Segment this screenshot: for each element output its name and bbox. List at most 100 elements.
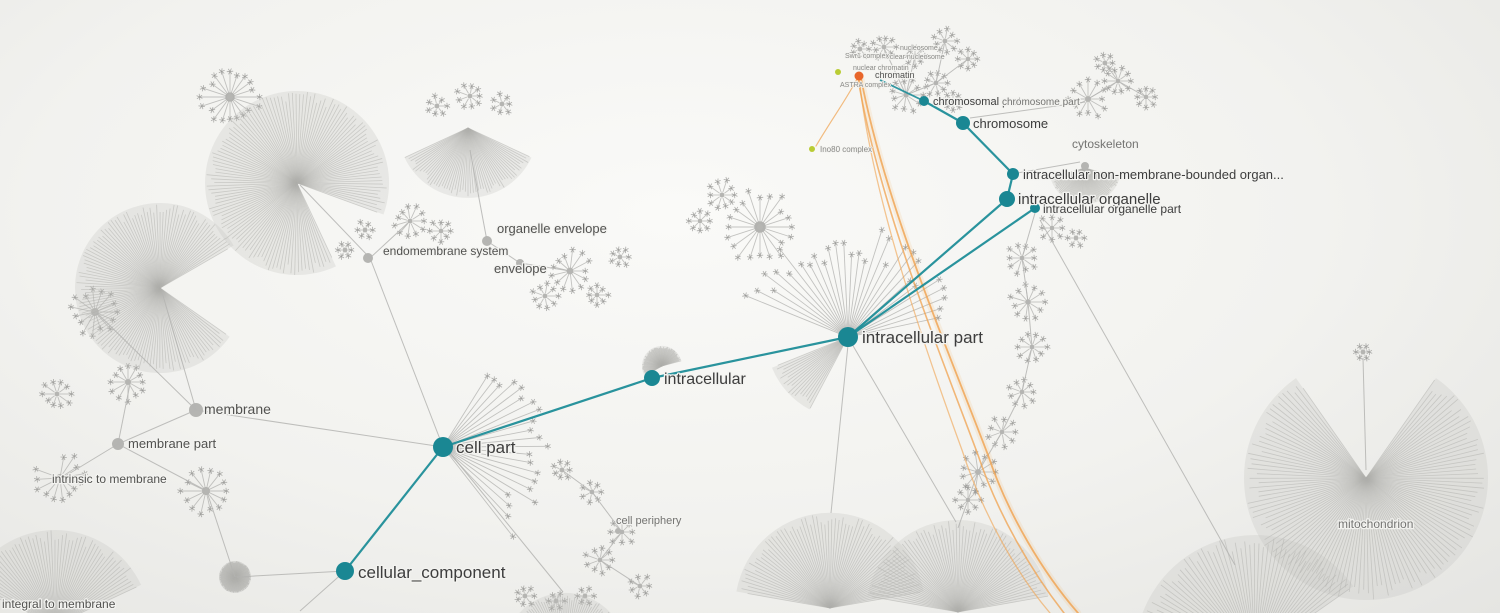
label-integral-to-membrane[interactable]: integral to membrane [1,596,117,613]
cluster-burst[interactable] [904,44,929,70]
label-intracellular-nmb-organelle[interactable]: intracellular non-membrane-bounded organ… [1022,166,1285,184]
cluster-burst[interactable] [608,246,632,268]
cluster-burst[interactable] [196,68,263,124]
cluster-fan[interactable] [1139,535,1354,613]
label-ino80-complex[interactable]: Ino80 complex [819,144,873,155]
cluster-burst[interactable] [849,37,873,60]
cluster-fan[interactable] [736,512,924,609]
cluster-burst[interactable] [1093,51,1116,74]
cluster-fan[interactable] [507,592,624,613]
label-membrane-part[interactable]: membrane part [127,435,218,453]
cluster-burst[interactable] [425,92,451,117]
cluster-burst[interactable] [1101,64,1134,96]
cluster-burst[interactable] [354,218,376,241]
cluster-burst[interactable] [529,280,562,312]
cluster-burst[interactable] [334,240,355,260]
cluster-burst[interactable] [586,282,612,308]
gray-edge [519,262,571,272]
label-membrane[interactable]: membrane [203,400,273,419]
node-intracellular-organelle[interactable] [999,191,1015,207]
cluster-burst[interactable] [453,82,483,110]
cluster-burst[interactable] [177,466,230,518]
cluster-fan[interactable] [74,203,234,374]
label-chromosomal-part[interactable]: chromosomal part [932,95,1023,110]
cluster-burst[interactable] [550,458,573,481]
label-mitochondrion[interactable]: mitochondrion [1337,516,1415,533]
label-cell-part[interactable]: cell part [455,437,517,459]
cluster-burst[interactable] [627,573,653,600]
label-nuclear-chromatin[interactable]: nuclear chromatin [852,64,909,73]
cluster-fan[interactable] [205,91,390,276]
cluster-burst[interactable] [1352,343,1373,362]
node-cellular-component[interactable] [336,562,354,580]
cluster-burst[interactable] [930,25,961,56]
cluster-burst[interactable] [582,544,616,577]
node-cell-part[interactable] [433,437,453,457]
cluster-burst[interactable] [1038,214,1066,243]
cluster-burst[interactable] [706,176,738,212]
cluster-burst[interactable] [940,89,965,114]
label-endomembrane-system[interactable]: endomembrane system [382,243,510,260]
cluster-burst[interactable] [985,415,1019,451]
cluster-layer [0,25,1488,613]
label-intracellular-part[interactable]: intracellular part [861,327,985,349]
label-nuclear-nucleosome[interactable]: nuclear nucleosome [881,53,945,62]
cluster-burst[interactable] [685,207,713,234]
cluster-burst[interactable] [869,35,900,61]
cluster-burst[interactable] [514,585,538,608]
cluster-burst[interactable] [574,585,598,607]
gray-edge [851,343,957,523]
cluster-fan[interactable] [772,336,849,410]
cluster-fan[interactable] [219,561,251,593]
label-chromatin[interactable]: chromatin [874,69,916,82]
node-intracellular-nmb-organelle[interactable] [1007,168,1019,180]
cluster-burst[interactable] [954,46,981,72]
highlighted-orange-node[interactable] [854,71,864,81]
label-cellular-component[interactable]: cellular_component [357,562,507,584]
label-cytoskeleton[interactable]: cytoskeleton [1071,136,1140,153]
label-astra-complex[interactable]: ASTRA complex [839,81,892,90]
gray-edge [561,469,593,493]
node-intracellular-organelle-part[interactable] [1030,203,1040,213]
cluster-fan[interactable] [1050,167,1120,205]
label-intracellular-organelle-part[interactable]: intracellular organelle part [1042,201,1183,218]
label-envelope[interactable]: envelope [493,260,548,278]
label-swr1-complex[interactable]: Swr1 complex [844,52,890,61]
cluster-fan[interactable] [641,345,682,376]
cluster-fan[interactable] [404,127,532,198]
cluster-burst[interactable] [724,187,796,261]
cluster-fan[interactable] [1244,378,1488,601]
search-hit-green-2[interactable] [809,146,815,152]
cluster-burst[interactable] [1134,85,1159,111]
search-hit-green-1[interactable] [835,69,841,75]
label-nucleosome[interactable]: nucleosome [899,44,938,53]
cluster-burst[interactable] [1064,228,1088,249]
cluster-burst[interactable] [426,219,454,246]
gray-edge [117,443,206,491]
cluster-burst[interactable] [107,362,146,405]
label-cell-periphery[interactable]: cell periphery [615,514,683,529]
node-chromosome[interactable] [956,116,970,130]
node-intracellular-part[interactable] [838,327,858,347]
label-chromosome[interactable]: chromosome [972,115,1050,133]
cluster-burst[interactable] [1014,330,1051,364]
cluster-burst[interactable] [32,452,89,504]
label-intracellular-organelle[interactable]: intracellular organelle [1017,190,1162,210]
label-intrinsic-to-membrane[interactable]: intrinsic to membrane [51,471,169,488]
node-chromosomal-part[interactable] [919,96,929,106]
cluster-burst[interactable] [889,77,927,115]
cluster-burst[interactable] [39,378,75,410]
cluster-fan[interactable] [867,519,1049,613]
cluster-fan[interactable] [0,530,142,613]
node-intracellular[interactable] [644,370,660,386]
cluster-burst[interactable] [548,246,593,295]
label-intracellular[interactable]: intracellular [663,370,748,390]
cluster-burst[interactable] [391,203,428,240]
label-chromosome-part[interactable]: chromosome part [1001,96,1082,110]
cluster-burst[interactable] [1007,281,1049,322]
cluster-burst[interactable] [490,90,513,116]
label-organelle-envelope[interactable]: organelle envelope [496,220,608,238]
cluster-burst[interactable] [607,517,636,546]
